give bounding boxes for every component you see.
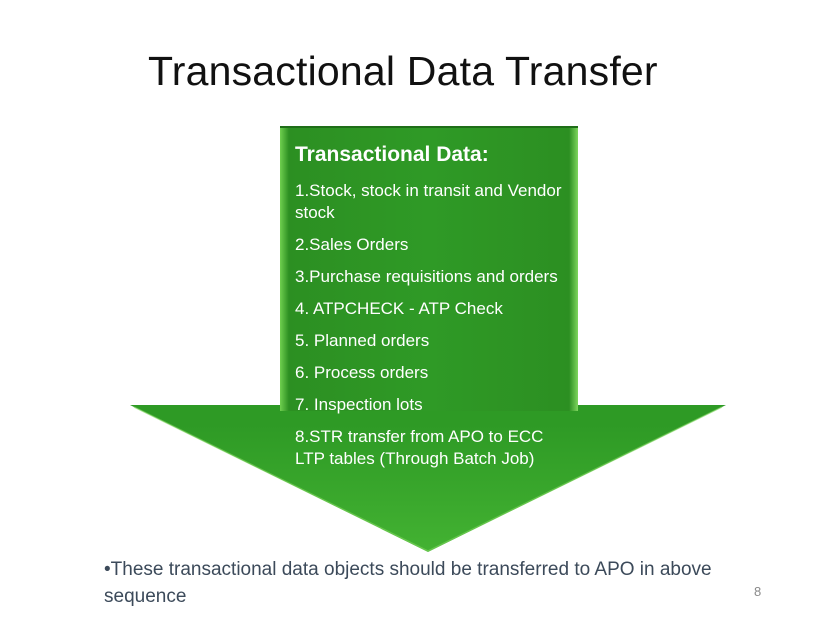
list-item: 1.Stock, stock in transit and Vendor sto… bbox=[295, 181, 562, 222]
slide-title: Transactional Data Transfer bbox=[148, 48, 658, 94]
list-item: 3.Purchase requisitions and orders bbox=[295, 267, 558, 286]
list-item: 2.Sales Orders bbox=[295, 235, 409, 254]
list-item: 4. ATPCHECK - ATP Check bbox=[295, 299, 503, 318]
arrow-heading: Transactional Data: bbox=[295, 143, 489, 166]
list-item: 5. Planned orders bbox=[295, 331, 430, 350]
list-item: 8.STR transfer from APO to ECC LTP table… bbox=[295, 427, 544, 468]
list-item: 7. Inspection lots bbox=[295, 395, 423, 414]
page-number: 8 bbox=[754, 584, 762, 599]
list-item: 6. Process orders bbox=[295, 363, 429, 382]
footer-note: •These transactional data objects should… bbox=[104, 559, 712, 607]
arrow-content: Transactional Data: 1.Stock, stock in tr… bbox=[295, 140, 575, 480]
